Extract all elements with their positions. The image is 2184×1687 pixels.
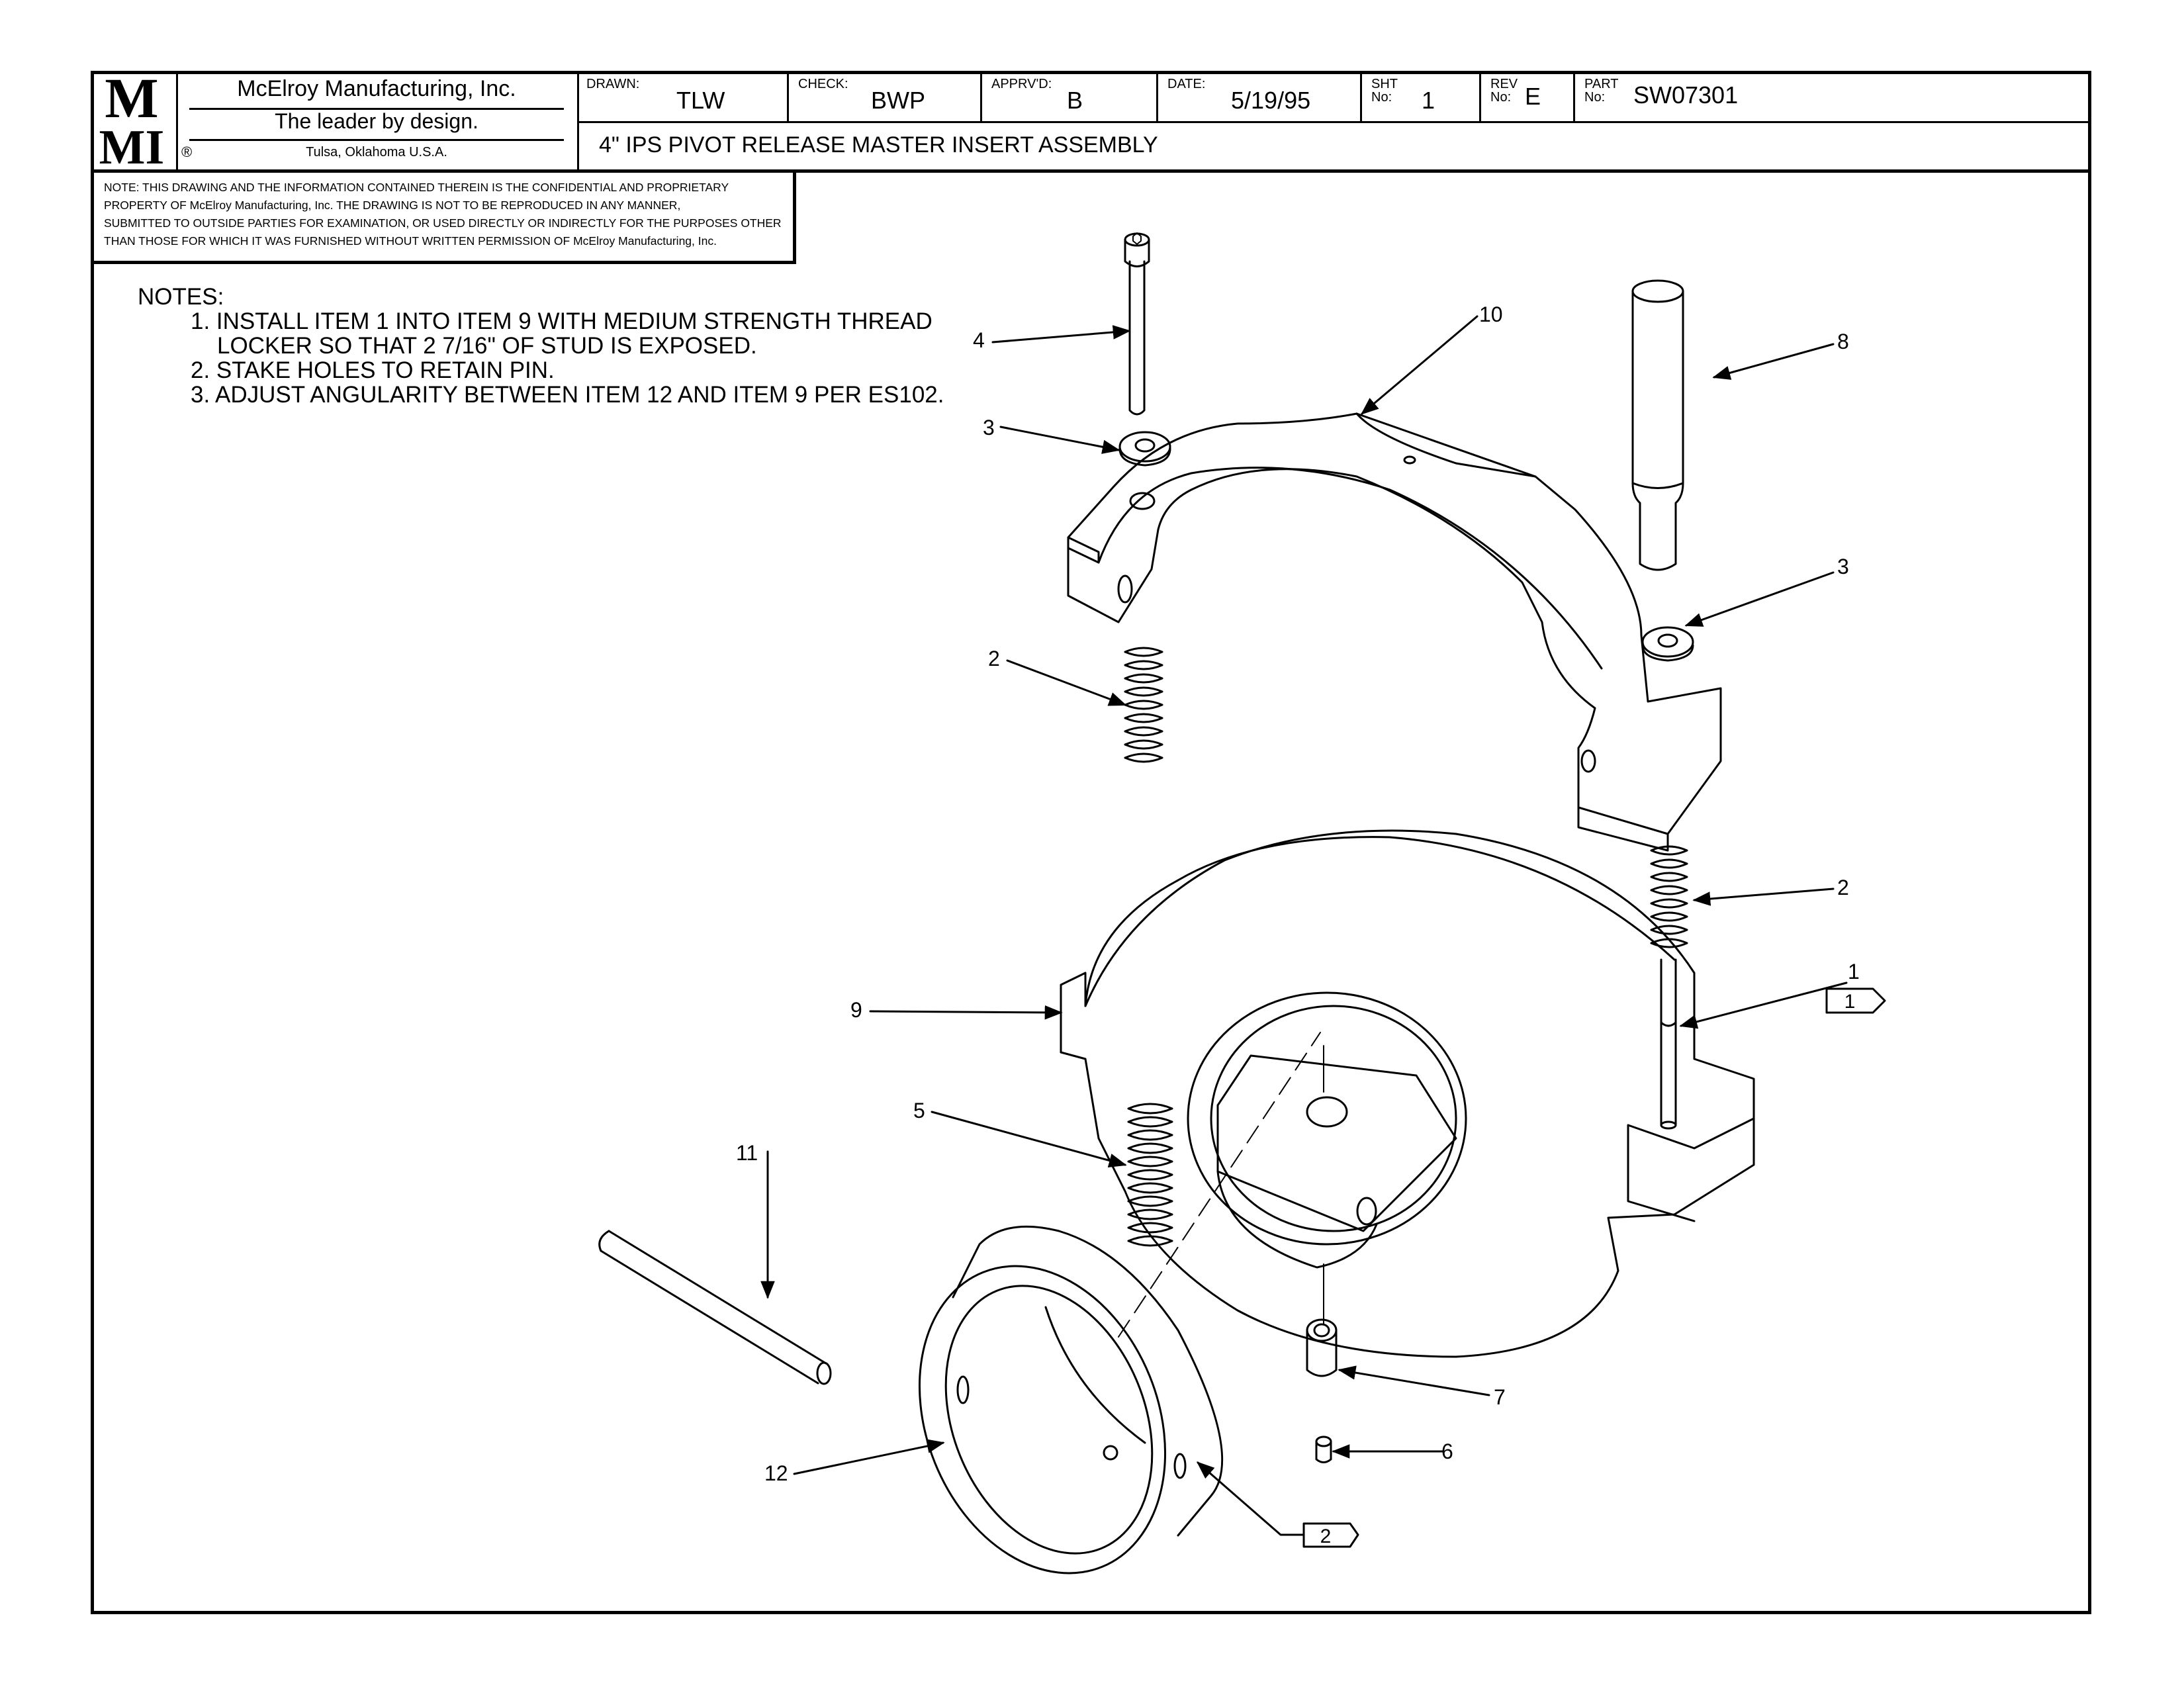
check-cell: CHECK: BWP (789, 71, 982, 121)
date-cell: DATE: 5/19/95 (1158, 71, 1362, 121)
part-label-line1: PART (1584, 77, 1619, 91)
drawn-label: DRAWN: (586, 77, 640, 91)
callout-3: 3 (1837, 555, 1849, 578)
drawing-border (91, 71, 2091, 1614)
note-flag-1: 1 (1825, 987, 1886, 1014)
callout-10: 10 (1479, 302, 1503, 326)
confidentiality-line: NOTE: THIS DRAWING AND THE INFORMATION C… (104, 181, 729, 194)
note-flag-1-text: 1 (1844, 991, 1856, 1013)
callout-9: 9 (850, 998, 862, 1022)
date-label: DATE: (1167, 77, 1206, 91)
company-cell: McElroy Manufacturing, Inc. The leader b… (176, 71, 579, 173)
leader-3a (999, 426, 1120, 454)
confidentiality-line: SUBMITTED TO OUTSIDE PARTIES FOR EXAMINA… (104, 216, 782, 230)
callout-12: 12 (764, 1461, 788, 1485)
leader-4 (991, 325, 1131, 343)
part-3-washer-left (1118, 431, 1171, 467)
approved-cell: APPRV'D: B (982, 71, 1158, 121)
part-5-spring (1127, 1103, 1173, 1247)
centerline (1118, 1032, 1321, 1338)
note-item: 1. INSTALL ITEM 1 INTO ITEM 9 WITH MEDIU… (191, 308, 933, 334)
part-9-insert-body (1060, 829, 1755, 1358)
callout-6: 6 (1441, 1439, 1453, 1463)
approved-label: APPRV'D: (991, 77, 1052, 91)
leader-5 (931, 1111, 1127, 1167)
sheet-value: 1 (1422, 87, 1435, 114)
note-flag-2: 2 (1302, 1522, 1359, 1548)
leader-2a (1006, 659, 1127, 706)
callout-8: 8 (1837, 330, 1849, 353)
part-6-set-screw (1315, 1436, 1332, 1463)
callout-2: 2 (1837, 876, 1849, 899)
company-name: McElroy Manufacturing, Inc. (237, 76, 516, 101)
note-item: 2. STAKE HOLES TO RETAIN PIN. (191, 357, 555, 383)
logo-m: M (105, 71, 158, 130)
date-value: 5/19/95 (1231, 87, 1311, 114)
company-tagline: The leader by design. (275, 109, 478, 133)
confidentiality-line: THAN THOSE FOR WHICH IT WAS FURNISHED WI… (104, 234, 717, 248)
company-location: Tulsa, Oklahoma U.S.A. (306, 145, 447, 160)
note-item-continued: LOCKER SO THAT 2 7/16" OF STUD IS EXPOSE… (217, 333, 757, 359)
leader-1 (1679, 981, 1848, 1029)
part-10-upper-clamp (1067, 412, 1722, 852)
note-flag-2-text: 2 (1320, 1526, 1332, 1547)
leader-10 (1360, 315, 1479, 415)
leader-12 (793, 1439, 945, 1475)
title-block-row (577, 71, 2091, 123)
check-value: BWP (871, 87, 926, 114)
leader-flag-2 (1196, 1461, 1305, 1536)
assembly-notes: NOTES: 1. INSTALL ITEM 1 INTO ITEM 9 WIT… (138, 285, 944, 407)
mmi-logo: M MI (99, 66, 165, 175)
notes-heading: NOTES: (138, 284, 224, 310)
rev-label-line2: No: (1490, 90, 1512, 105)
part-number: SW07301 (1633, 81, 1739, 109)
leader-2b (1692, 888, 1835, 906)
callout-7: 7 (1494, 1385, 1506, 1409)
callout-4: 4 (973, 328, 985, 352)
note-item: 3. ADJUST ANGULARITY BETWEEN ITEM 12 AND… (191, 382, 944, 408)
rev-value: E (1525, 83, 1541, 110)
callout-2: 2 (988, 647, 1000, 670)
sheet-label-line2: No: (1371, 90, 1392, 105)
part-11-pin (598, 1230, 832, 1385)
logo-mi: MI (99, 120, 165, 166)
confidentiality-line: PROPERTY OF McElroy Manufacturing, Inc. … (104, 199, 681, 212)
part-1-stud (1660, 958, 1677, 1130)
part-2-spring-right (1650, 845, 1688, 948)
check-label: CHECK: (798, 77, 848, 91)
callout-5: 5 (913, 1099, 925, 1122)
part-3-washer-right (1641, 626, 1694, 662)
callout-3: 3 (983, 416, 995, 439)
part-label-line2: No: (1584, 90, 1606, 105)
leader-lines (760, 315, 1848, 1536)
approved-value: B (1067, 87, 1083, 114)
registered-icon: ® (181, 144, 193, 160)
leader-9 (869, 1005, 1063, 1020)
rev-label-line1: REV (1490, 77, 1518, 91)
drawn-cell: DRAWN: TLW (577, 71, 789, 121)
part-2-spring-left (1124, 647, 1163, 763)
part-8-handle (1631, 279, 1684, 571)
leader-8 (1712, 343, 1835, 380)
confidentiality-note: NOTE: THIS DRAWING AND THE INFORMATION C… (91, 169, 796, 264)
part-7-bushing (1306, 1318, 1338, 1377)
leader-3b (1684, 571, 1835, 627)
title-row (577, 121, 2091, 173)
drawn-value: TLW (676, 87, 725, 114)
sheet-label-line1: SHT (1371, 77, 1398, 91)
part-4-cap-screw (1124, 232, 1150, 416)
leader-7 (1338, 1365, 1490, 1396)
callout-11: 11 (736, 1141, 758, 1165)
callout-1: 1 (1848, 960, 1860, 983)
drawing-title: 4" IPS PIVOT RELEASE MASTER INSERT ASSEM… (599, 132, 1158, 158)
logo-cell: M MI (91, 66, 178, 175)
part-12-collar (918, 1225, 1224, 1574)
